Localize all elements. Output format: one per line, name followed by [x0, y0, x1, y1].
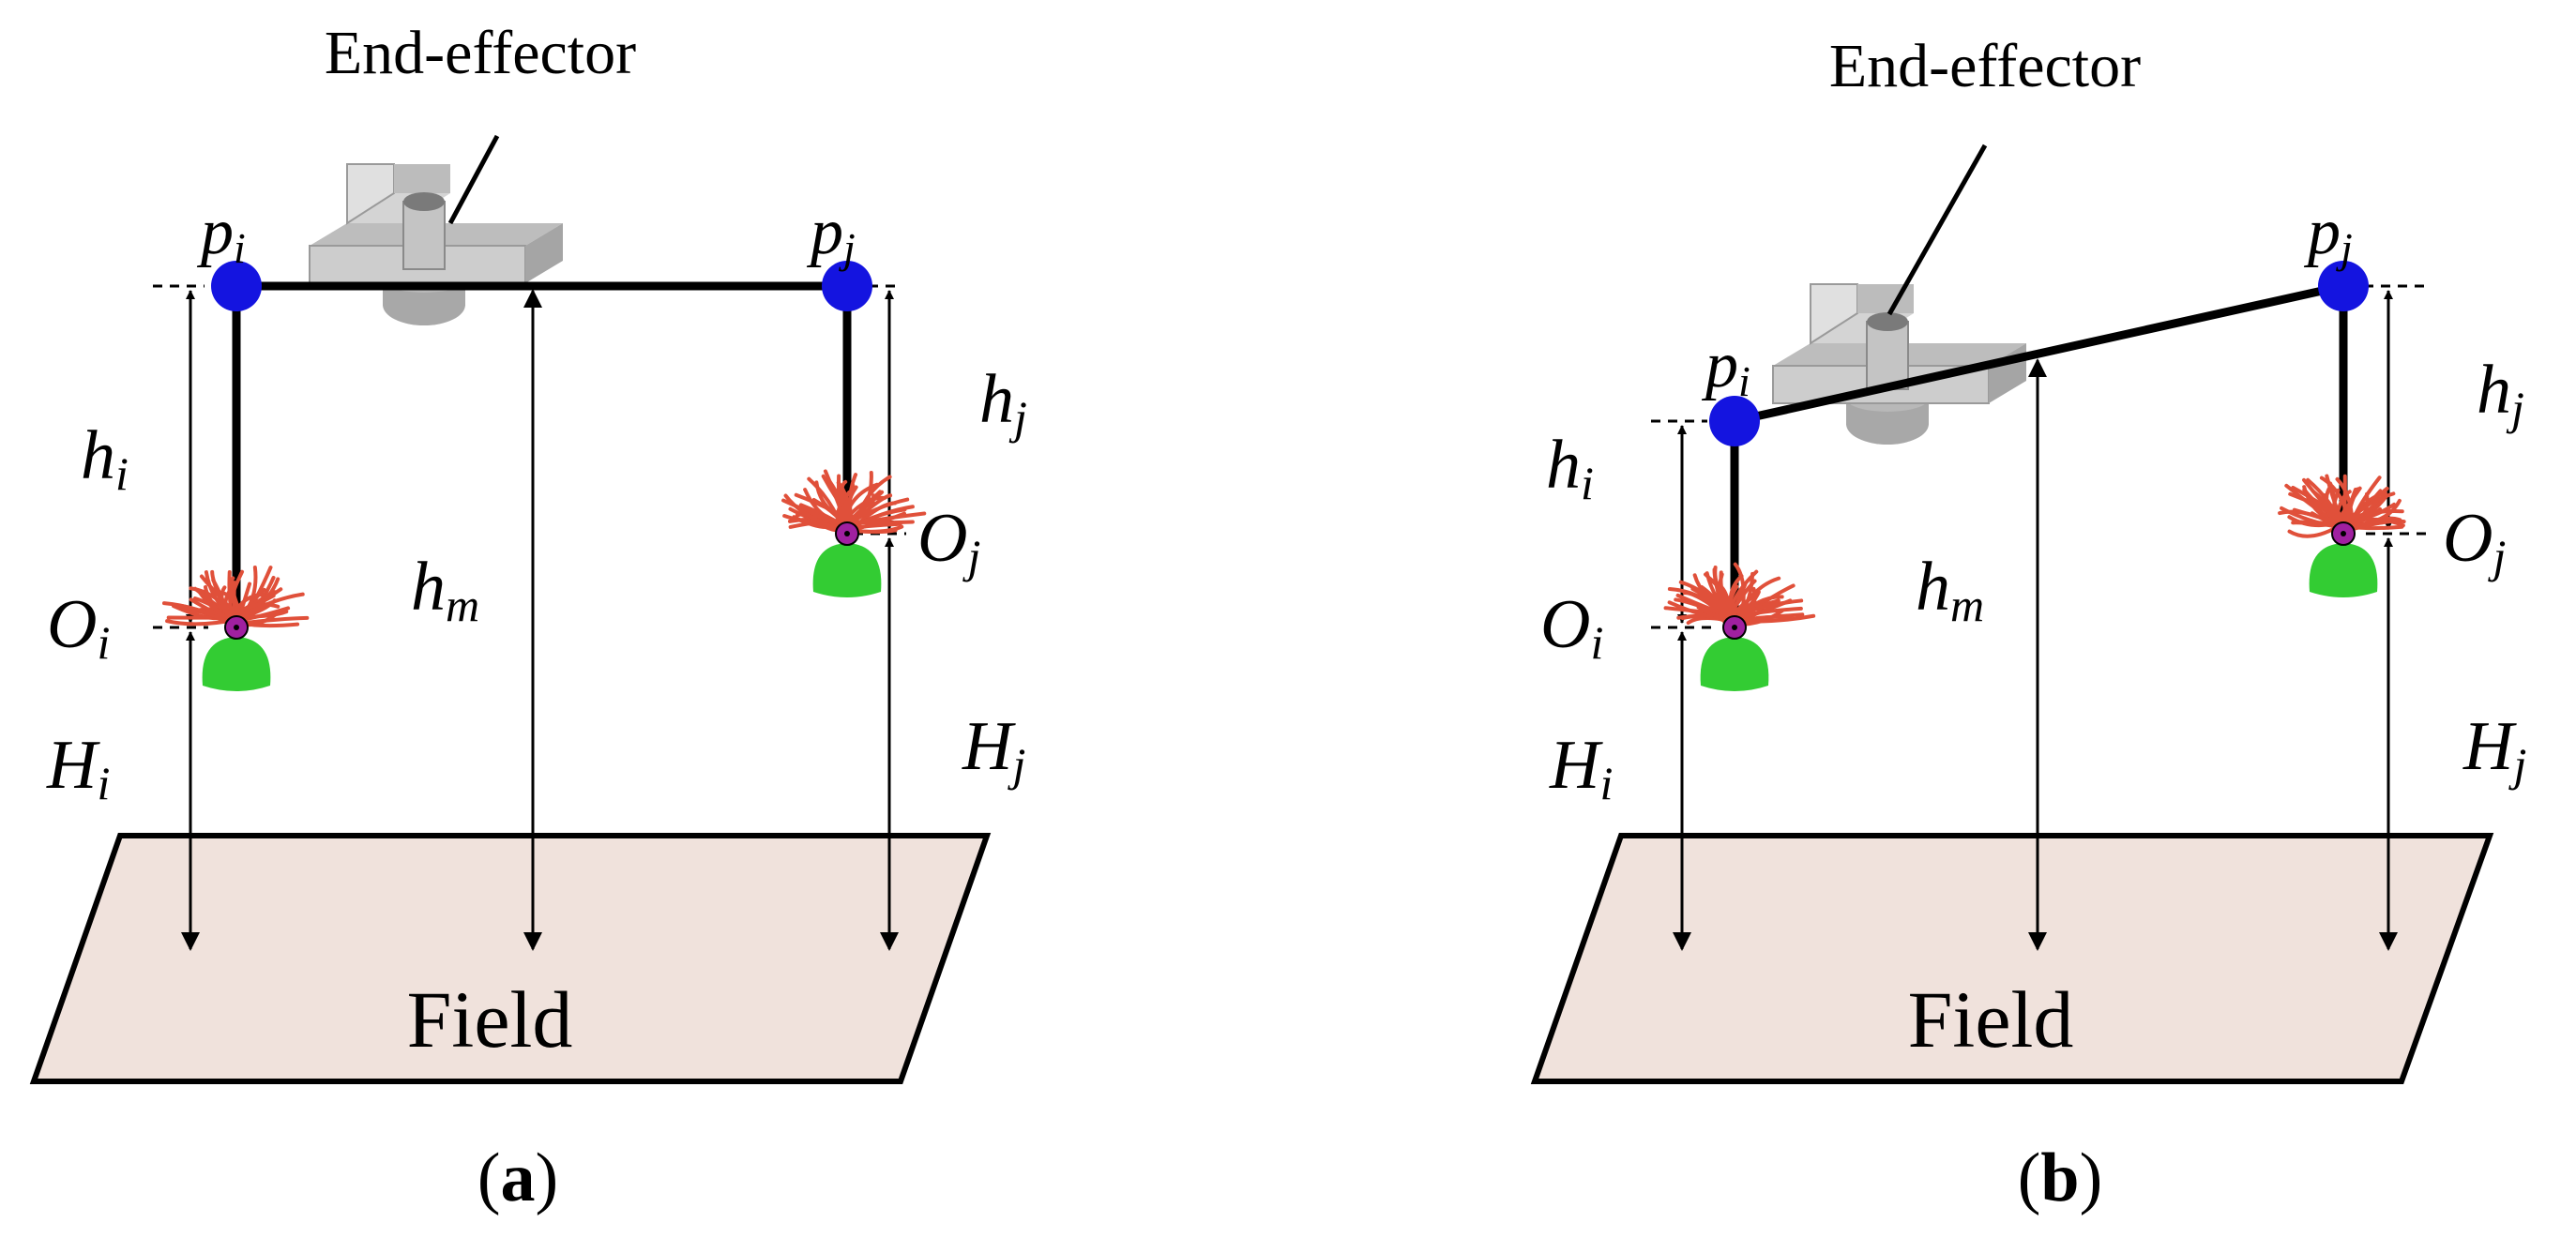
label-h-i: hi: [1546, 427, 1594, 509]
sea-anemone-j: [781, 469, 927, 597]
label-p-j: pj: [2303, 196, 2353, 272]
label-O-j: Oj: [917, 500, 980, 582]
label-h-j: hj: [979, 361, 1027, 444]
end-effector-leader-line: [447, 134, 500, 225]
point-p-j: [822, 261, 872, 311]
label-h-m: hm: [1916, 549, 1984, 631]
label-H-j: Hj: [962, 708, 1025, 791]
end-effector-label: End-effector: [1829, 32, 2141, 100]
label-H-i: Hi: [1549, 727, 1613, 809]
label-p-i: pi: [196, 196, 246, 272]
field-plane: [29, 833, 992, 1084]
label-p-j: pj: [806, 196, 856, 272]
label-h-j: hj: [2477, 352, 2524, 434]
panel-a: Field End-effector: [29, 19, 1027, 1216]
point-p-i: [211, 261, 262, 311]
end-effector-leader-line: [1887, 143, 1988, 316]
field-label: Field: [1908, 974, 2074, 1064]
label-O-i: Oi: [1540, 586, 1603, 669]
connecting-bar: [1734, 281, 2344, 426]
label-H-j: Hj: [2462, 708, 2526, 791]
label-O-j: Oj: [2443, 500, 2506, 582]
field-plane: [1530, 833, 2494, 1084]
point-p-j: [2318, 261, 2369, 311]
panel-caption-b: (b): [2018, 1140, 2102, 1216]
field-label: Field: [407, 974, 573, 1064]
sea-anemone-j: [2278, 474, 2406, 597]
end-effector-label: End-effector: [325, 19, 636, 87]
label-H-i: Hi: [46, 727, 110, 809]
end-effector: [1772, 143, 2026, 445]
sea-anemone-i: [161, 566, 310, 691]
panel-caption-a: (a): [477, 1140, 558, 1216]
end-effector: [309, 134, 563, 325]
sea-anemone-i: [1663, 562, 1816, 691]
panel-b: Field End-effector: [1530, 32, 2526, 1216]
point-p-i: [1709, 396, 1760, 446]
label-h-m: hm: [411, 549, 479, 631]
label-p-i: pi: [1701, 329, 1750, 405]
label-O-i: Oi: [47, 586, 110, 669]
label-h-i: hi: [81, 417, 129, 500]
